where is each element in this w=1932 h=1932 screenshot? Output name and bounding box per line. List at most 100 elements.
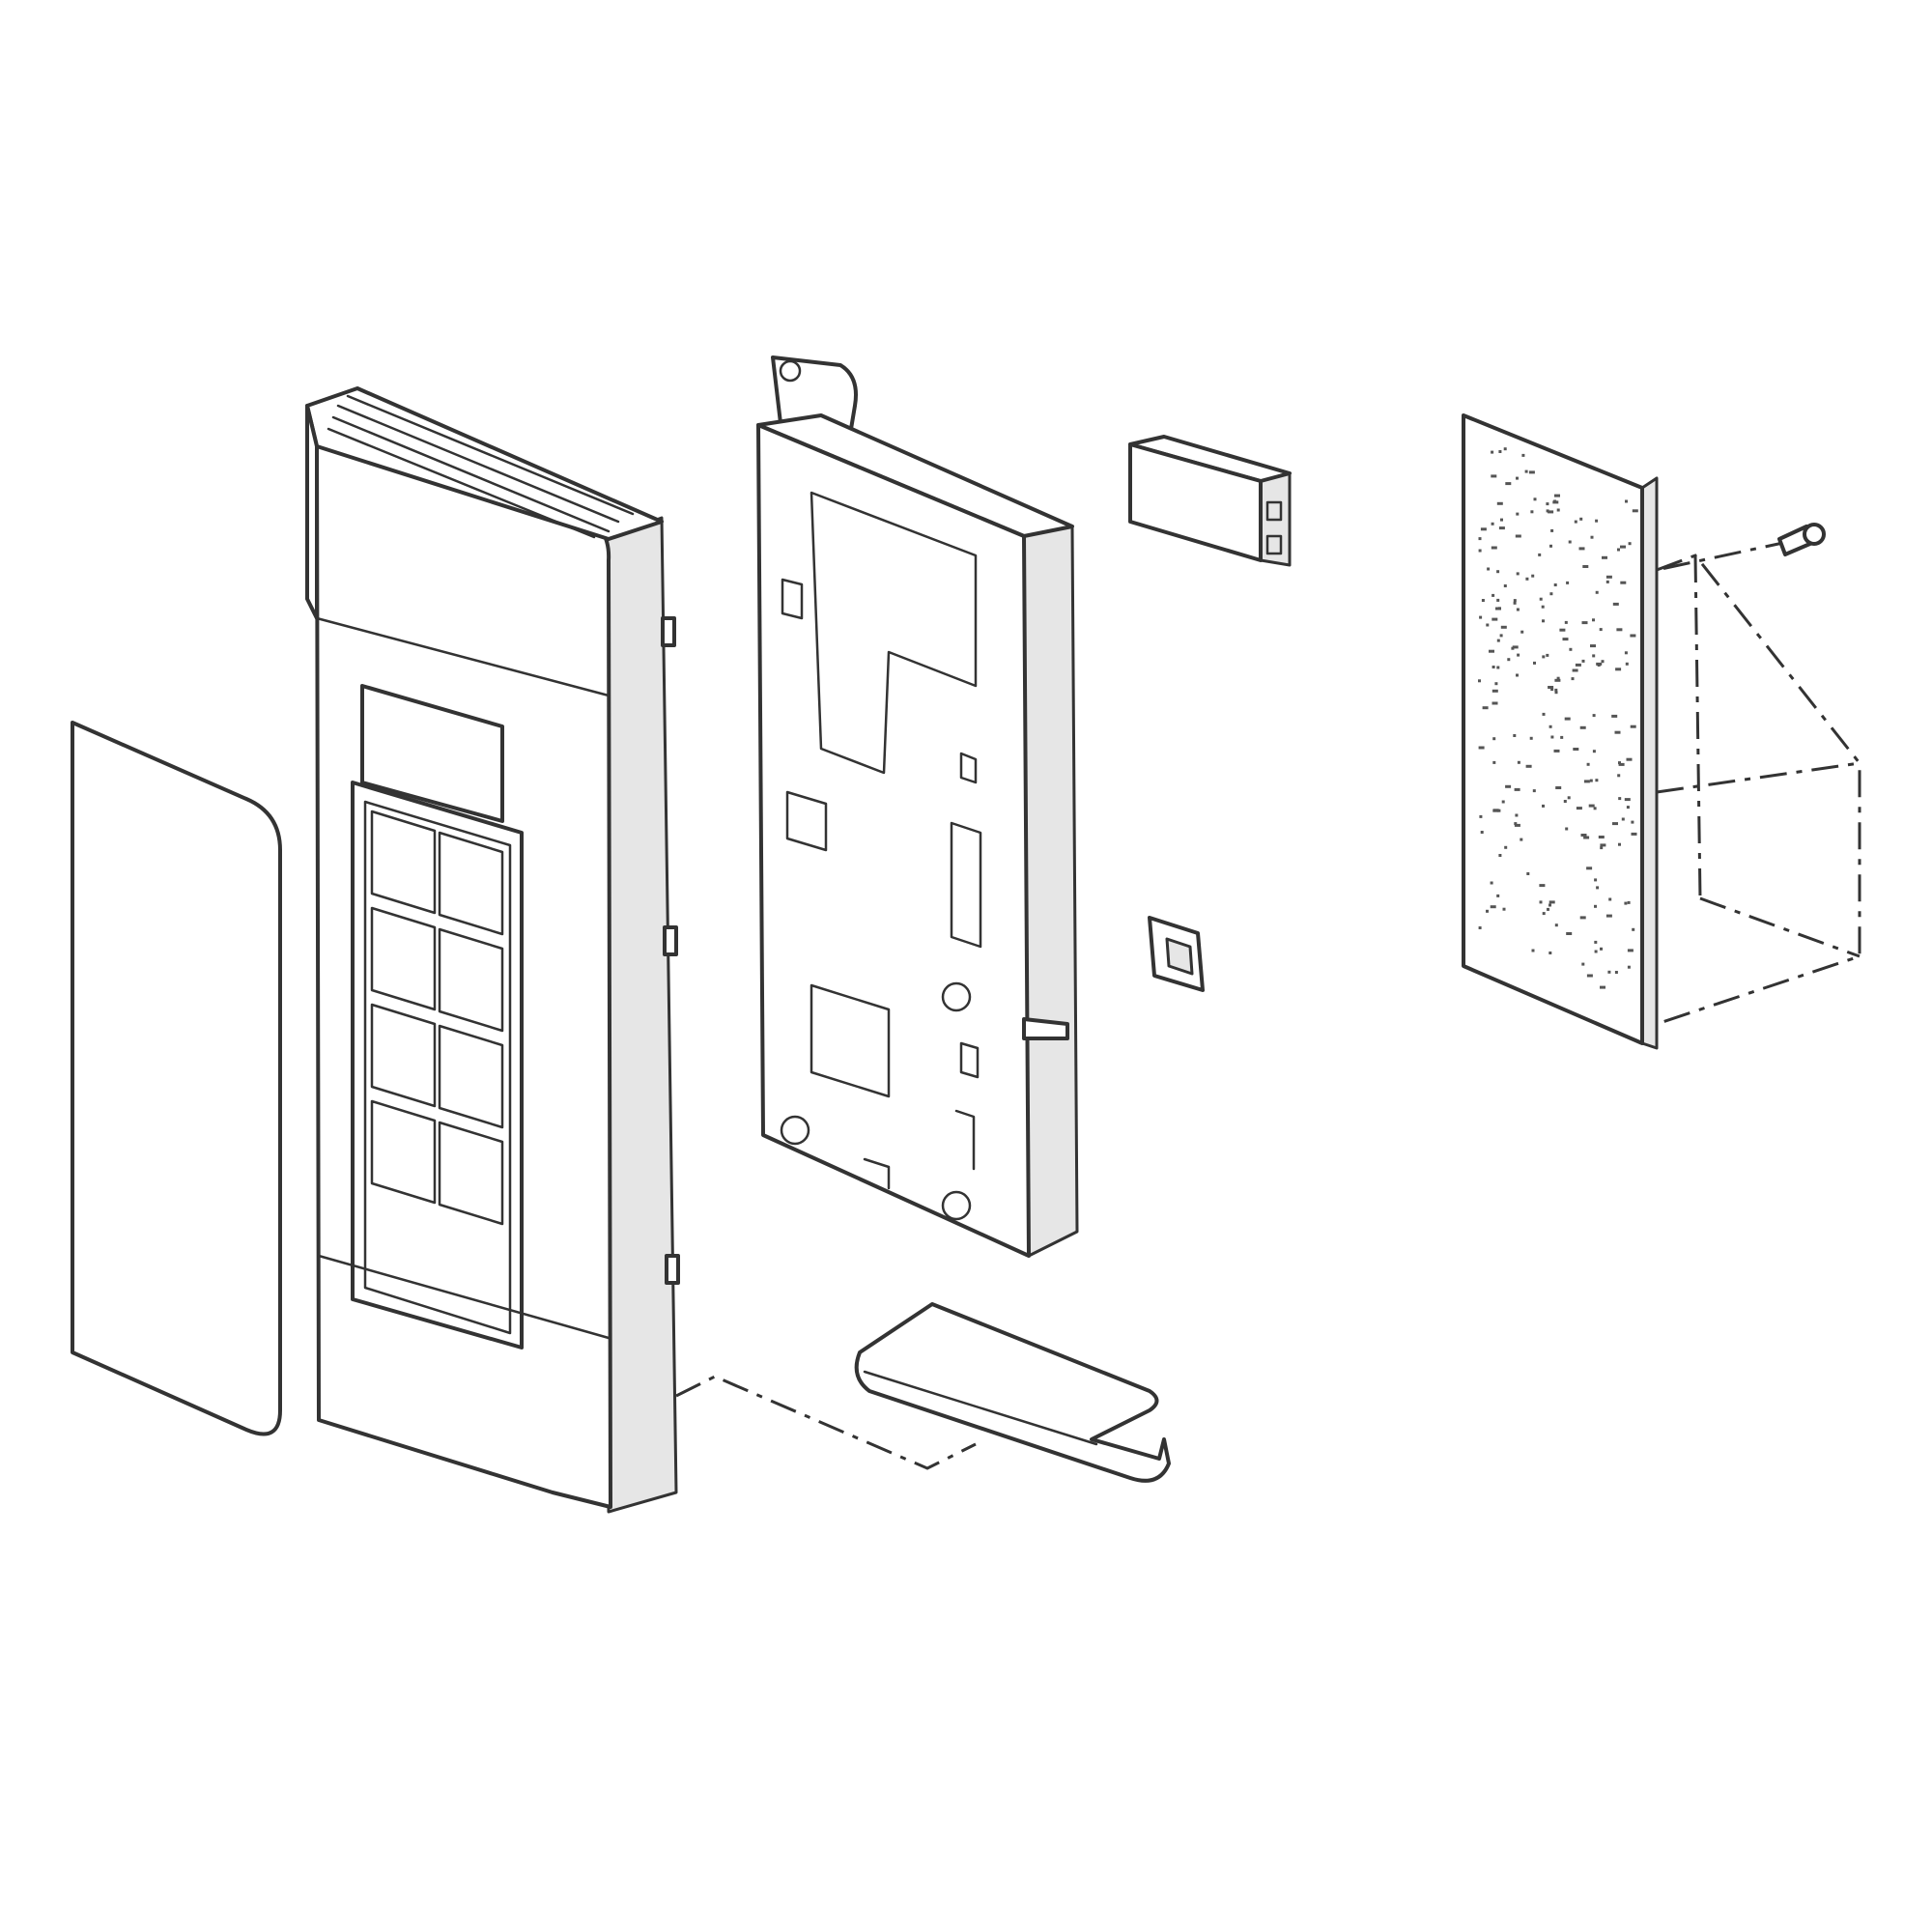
pcb-component [1598,836,1605,838]
pcb-component [1501,800,1505,804]
pcb-component [1548,903,1551,907]
keypad-border [351,781,524,1350]
spring-clip [854,1302,1171,1483]
pcb-component [1583,780,1590,783]
keypad [370,810,504,1226]
pcb-component [1478,926,1482,929]
pcb-component [1556,676,1560,680]
pcb-component [1500,518,1503,522]
pcb-component [1632,509,1638,513]
pcb-component [1554,494,1560,497]
pcb-component [1542,712,1546,716]
pcb-component [1482,706,1489,710]
pcb-component [1630,634,1636,638]
pcb-component [1594,950,1598,953]
pcb-component [1478,537,1482,541]
pcb-component [1560,735,1564,739]
panel-bracket [756,355,1079,1258]
pcb-component [1579,517,1583,521]
pcb-component [1516,673,1519,677]
pcb-component [1538,553,1542,556]
pcb-component [1614,971,1618,974]
pcb-component [1582,565,1589,568]
pcb-component [1498,854,1502,857]
pcb-component [1513,734,1517,737]
mount-tab [661,616,676,647]
pcb-component [1581,621,1588,625]
pcb-component [1548,724,1552,728]
pcb-component [1529,736,1533,740]
pcb-component [1616,628,1623,632]
pcb-component [1521,453,1525,457]
pcb-component [1564,620,1568,624]
display-module [1128,435,1292,567]
pcb-component [1491,474,1497,478]
pcb-component [1480,527,1487,531]
pcb-component [1568,540,1572,544]
pcb-component [1567,796,1571,800]
pcb-component [1526,872,1530,875]
pcb-component [1550,528,1554,532]
pcb-component [1617,774,1621,778]
pcb-component [1586,867,1593,870]
pcb-component [1624,651,1628,655]
pcb-component [1611,714,1618,718]
pcb-component [1503,584,1507,587]
pcb-component [1498,526,1505,530]
pcb-component [1566,581,1570,584]
pcb-component [1516,572,1520,576]
pcb-component [1562,638,1569,641]
pcb-component [1549,544,1552,548]
pcb-component [1605,575,1612,579]
pcb-component [1539,900,1543,904]
pcb-component [1607,970,1611,974]
pcb-component [1626,757,1633,761]
pcb-component [1487,567,1491,571]
pcb-component [1625,662,1629,666]
pcb-component [1520,838,1523,841]
pcb-component [1592,750,1596,753]
pcb-component [1572,668,1578,672]
pcb-component [1479,615,1483,619]
pcb-component [1605,914,1612,918]
pcb-component [1627,965,1631,969]
pcb-component [1553,583,1557,586]
pcb-component [1502,907,1506,911]
display-window [360,684,504,823]
pcb-component [1531,574,1535,578]
pcb-component [1478,549,1482,553]
pcb-component [1614,730,1621,734]
pcb-component [1578,547,1585,551]
pcb-component [1497,607,1501,611]
pcb-component [1594,904,1597,908]
pcb-component [1564,717,1571,721]
pcb-component [1494,682,1498,686]
pcb-component [1554,688,1558,692]
pcb-component [1596,662,1603,666]
mount-tab [665,1254,680,1285]
pcb-component [1620,581,1627,584]
pcb-component [1612,602,1619,606]
pcb-component [1546,509,1549,513]
pcb-component [1590,644,1596,648]
pcb-component [1624,798,1631,802]
pcb-component [1496,501,1503,505]
control-board [1462,413,1659,1050]
pcb-component [1492,689,1498,693]
pcb-component [1624,901,1628,905]
pcb-component [1559,628,1566,632]
vent-slots [327,394,635,539]
pcb-component [1539,884,1546,888]
pcb-component [1627,900,1631,904]
pcb-component [1507,658,1511,662]
pcb-components [1478,447,1638,989]
pcb-component [1492,666,1495,668]
pcb-component [1630,724,1636,728]
pcb-component [1581,962,1585,966]
pcb-component [1513,599,1517,603]
pcb-component [1580,834,1587,837]
pcb-component [1492,760,1496,764]
pcb-component [1479,814,1483,818]
pcb-component [1631,820,1634,824]
